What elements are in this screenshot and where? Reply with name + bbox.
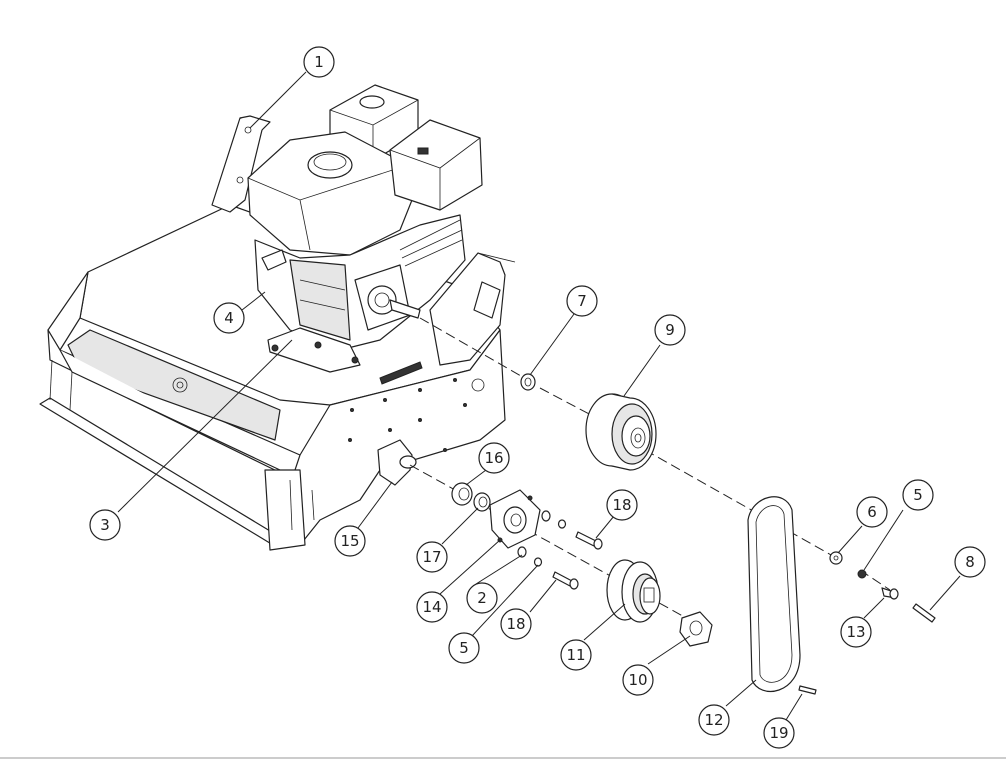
callout-label: 14 <box>422 598 441 616</box>
callout-label: 8 <box>965 553 975 571</box>
engine <box>247 84 483 373</box>
callout-11: 11 <box>560 639 592 671</box>
part-small-hardware <box>517 510 567 567</box>
callout-label: 4 <box>224 309 234 327</box>
callout-12: 12 <box>698 704 730 736</box>
part-bolt-13 <box>881 587 899 600</box>
callout-label: 2 <box>477 589 487 607</box>
callout-label: 9 <box>665 321 675 339</box>
callout-label: 11 <box>566 646 585 664</box>
callout-17: 17 <box>416 541 448 573</box>
callout-9: 9 <box>654 314 686 346</box>
part-bearing-flange-14 <box>489 489 541 549</box>
callout-5-right: 5 <box>902 479 934 511</box>
callout-label: 5 <box>913 486 923 504</box>
part-drive-pulley-11 <box>606 559 661 623</box>
callout-1: 1 <box>303 46 335 78</box>
callout-label: 6 <box>867 503 877 521</box>
part-washer-6 <box>829 551 843 565</box>
part-belt-12 <box>747 496 801 693</box>
callout-16: 16 <box>478 442 510 474</box>
part-key-8 <box>912 603 936 623</box>
part-nut-5-right <box>857 569 867 579</box>
part-washer-7 <box>520 373 536 391</box>
callout-label: 10 <box>628 671 647 689</box>
callout-label: 12 <box>704 711 723 729</box>
callout-19: 19 <box>763 717 795 749</box>
callout-label: 15 <box>340 532 359 550</box>
callout-label: 18 <box>612 496 631 514</box>
callout-10: 10 <box>622 664 654 696</box>
part-hub-10 <box>679 611 713 647</box>
callout-18-upper: 18 <box>606 489 638 521</box>
callout-15: 15 <box>334 525 366 557</box>
part-bolt-18-upper <box>575 531 603 550</box>
callout-14: 14 <box>416 591 448 623</box>
callout-label: 13 <box>846 623 865 641</box>
callout-label: 18 <box>506 615 525 633</box>
callout-label: 7 <box>577 292 587 310</box>
callout-8: 8 <box>954 546 986 578</box>
callout-label: 1 <box>314 53 324 71</box>
part-bearing-17 <box>473 492 491 512</box>
part-bushing-16 <box>451 482 473 506</box>
callout-7: 7 <box>566 285 598 317</box>
callout-6: 6 <box>856 496 888 528</box>
callout-label: 19 <box>769 724 788 742</box>
callout-5-left: 5 <box>448 632 480 664</box>
callout-4: 4 <box>213 302 245 334</box>
callout-label: 17 <box>422 548 441 566</box>
callout-label: 16 <box>484 449 503 467</box>
part-key-19 <box>798 685 817 695</box>
leader-lines <box>117 71 961 721</box>
idler-arm <box>377 439 417 486</box>
side-bracket <box>379 252 516 385</box>
callout-18-lower: 18 <box>500 608 532 640</box>
callout-label: 5 <box>459 639 469 657</box>
callout-label: 3 <box>100 516 110 534</box>
callout-2: 2 <box>466 582 498 614</box>
callout-3: 3 <box>89 509 121 541</box>
callout-13: 13 <box>840 616 872 648</box>
part-clutch-pulley-9 <box>585 393 657 471</box>
part-bolt-18-lower <box>552 571 579 590</box>
